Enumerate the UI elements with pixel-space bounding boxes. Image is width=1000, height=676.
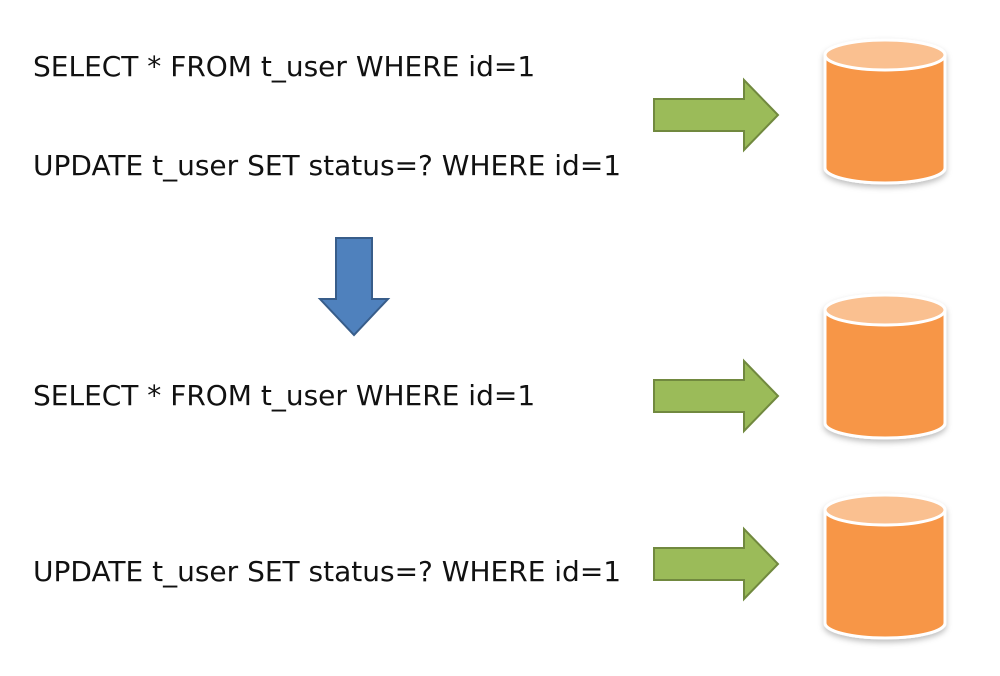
blue-down-arrow-icon xyxy=(317,237,391,337)
update-statement-split: UPDATE t_user SET status=? WHERE id=1 xyxy=(33,555,622,588)
database-icon xyxy=(823,38,947,185)
green-right-arrow-icon xyxy=(653,358,780,434)
select-statement-split: SELECT * FROM t_user WHERE id=1 xyxy=(33,379,536,412)
database-icon xyxy=(823,293,947,440)
select-statement-combined: SELECT * FROM t_user WHERE id=1 xyxy=(33,50,536,83)
green-right-arrow-icon xyxy=(653,526,780,602)
update-statement-combined: UPDATE t_user SET status=? WHERE id=1 xyxy=(33,149,622,182)
database-icon xyxy=(823,493,947,640)
green-right-arrow-icon xyxy=(653,77,780,153)
